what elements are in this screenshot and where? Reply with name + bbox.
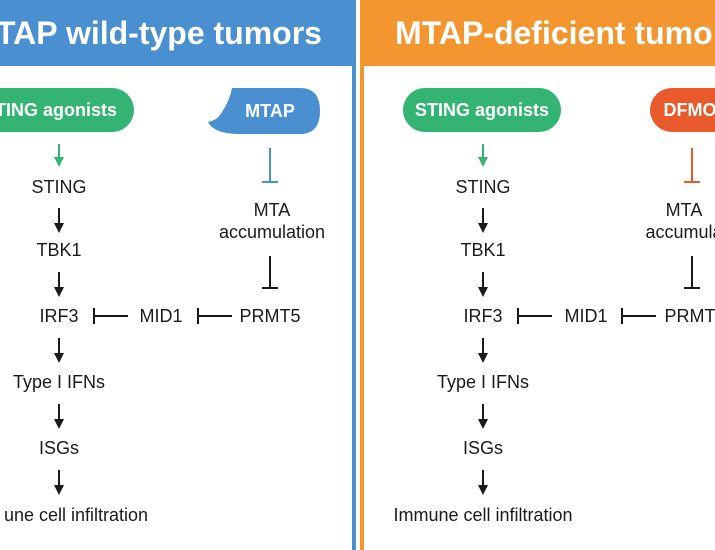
left-node-prmt5: PRMT5 (239, 306, 301, 326)
left-node-sting: STING (31, 177, 87, 197)
right-node-mid1: MID1 (564, 306, 608, 326)
left-node-mid1: MID1 (139, 306, 183, 326)
right-panel-body (364, 66, 715, 550)
left-mtap-label: MTAP (245, 101, 295, 121)
left-sting-agonists-pill: TING agonists (0, 88, 134, 132)
right-inhibit-mid1-irf3 (517, 308, 552, 324)
right-node-irf3: IRF3 (463, 306, 503, 326)
left-node-irf3: IRF3 (39, 306, 79, 326)
left-inhibit-mid1-irf3 (93, 308, 128, 324)
left-panel-title: TAP wild-type tumors (0, 15, 322, 51)
left-inhibit-mta-prmt5 (262, 256, 278, 289)
left-node-ifn: Type I IFNs (12, 372, 106, 392)
right-node-isg: ISGs (462, 438, 504, 458)
right-node-sting: STING (455, 177, 511, 197)
right-sting-agonists-pill: STING agonists (403, 88, 561, 132)
right-inhibit-mta-prmt5 (684, 256, 700, 289)
right-inhibit-prmt5-mid1 (621, 308, 656, 324)
right-node-mta: MTA accumula (645, 200, 715, 242)
right-panel-title: MTAP-deficient tumo (395, 15, 713, 51)
left-node-infiltration: une cell infiltration (3, 505, 149, 525)
left-node-tbk1: TBK1 (36, 240, 82, 260)
left-inhibit-prmt5-mid1 (197, 308, 232, 324)
left-node-mta: MTA accumulation (218, 200, 326, 242)
right-inhibit-dfmo-mta (684, 148, 700, 183)
right-node-ifn: Type I IFNs (436, 372, 530, 392)
right-dfmo-pill: DFMO (650, 88, 715, 132)
left-inhibit-mtap-mta (262, 148, 278, 183)
right-node-infiltration: Immune cell infiltration (393, 505, 573, 525)
left-node-isg: ISGs (38, 438, 80, 458)
right-node-prmt5: PRMT (664, 306, 715, 326)
right-node-tbk1: TBK1 (460, 240, 506, 260)
